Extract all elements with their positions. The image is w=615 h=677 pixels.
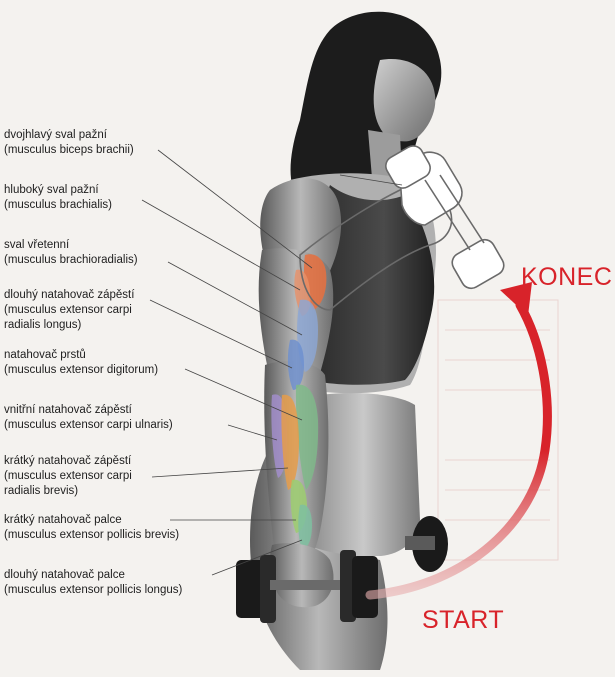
muscle-extensor-digitorum (295, 384, 319, 490)
muscle-name: dvojhlavý sval pažní (4, 129, 107, 141)
label-extensor-carpi-radialis-brevis: krátký natahovač zápěstí (musculus exten… (4, 454, 132, 499)
muscle-latin: radialis brevis) (4, 485, 79, 497)
label-extensor-digitorum: natahovač prstů (musculus extensor digit… (4, 348, 158, 378)
face (373, 59, 436, 142)
end-position-outline (299, 145, 505, 311)
motion-arrow (365, 282, 552, 600)
muscle-latin: (musculus extensor pollicis brevis) (4, 529, 180, 541)
muscle-name: vnitřní natahovač zápěstí (4, 404, 132, 416)
muscle-extensor-pollicis-longus (298, 504, 312, 550)
label-biceps-brachii: dvojhlavý sval pažní (musculus biceps br… (4, 128, 134, 158)
label-brachioradialis: sval vřetenní (musculus brachioradialis) (4, 238, 138, 268)
muscle-name: krátký natahovač palce (4, 514, 122, 526)
dumbbell-start (236, 550, 378, 623)
end-label: KONEC (521, 263, 613, 291)
muscle-latin: (musculus brachioradialis) (4, 254, 138, 266)
arrow-head-icon (500, 282, 532, 316)
muscle-name: sval vřetenní (4, 239, 70, 251)
dumbbell-second (405, 516, 448, 572)
muscle-latin: radialis longus) (4, 319, 82, 331)
label-extensor-pollicis-longus: dlouhý natahovač palce (musculus extenso… (4, 568, 182, 598)
muscle-latin: (musculus extensor carpi (4, 470, 132, 482)
muscle-name: krátký natahovač zápěstí (4, 455, 132, 467)
shorts (306, 393, 420, 556)
muscle-latin: (musculus extensor carpi ulnaris) (4, 419, 173, 431)
muscle-name: dlouhý natahovač zápěstí (4, 289, 135, 301)
leader-lines (141, 149, 403, 576)
muscle-latin: (musculus brachialis) (4, 199, 113, 211)
muscle-name: hluboký sval pažní (4, 184, 99, 196)
label-extensor-pollicis-brevis: krátký natahovač palce (musculus extenso… (4, 513, 179, 543)
muscle-latin: (musculus biceps brachii) (4, 144, 134, 156)
muscle-name: dlouhý natahovač palce (4, 569, 125, 581)
muscle-latin: (musculus extensor digitorum) (4, 364, 159, 376)
muscle-name: natahovač prstů (4, 349, 86, 361)
background-decoration (437, 299, 559, 561)
muscle-extensor-carpi-radialis-brevis (281, 394, 299, 490)
start-label: START (422, 606, 505, 634)
muscle-latin: (musculus extensor pollicis longus) (4, 584, 183, 596)
label-extensor-carpi-radialis-longus: dlouhý natahovač zápěstí (musculus exten… (4, 288, 134, 333)
hand (269, 543, 334, 608)
muscle-latin: (musculus extensor carpi (4, 304, 132, 316)
label-extensor-carpi-ulnaris: vnitřní natahovač zápěstí (musculus exte… (4, 403, 173, 433)
label-brachialis: hluboký sval pažní (musculus brachialis) (4, 183, 112, 213)
muscle-extensor-carpi-radialis-longus (287, 339, 304, 390)
